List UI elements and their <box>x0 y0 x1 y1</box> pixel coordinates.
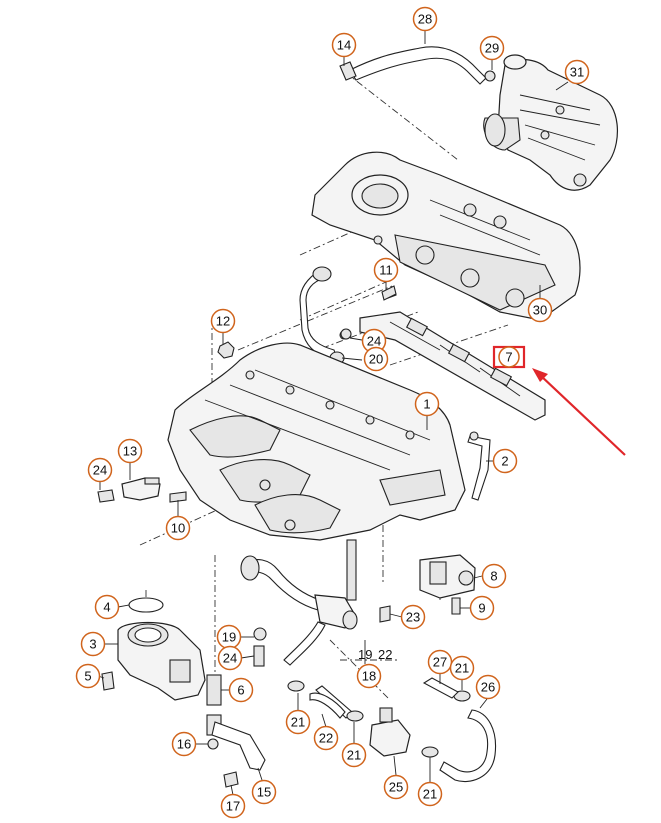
callout-5: 5 <box>75 663 101 689</box>
sensor-13-part <box>97 477 187 503</box>
svg-text:6: 6 <box>237 683 244 698</box>
svg-text:22: 22 <box>319 731 333 746</box>
intake-manifold-part <box>167 342 466 541</box>
callout-7: 7 <box>498 346 520 368</box>
svg-text:5: 5 <box>84 669 91 684</box>
callout-20: 20 <box>363 346 389 372</box>
svg-text:30: 30 <box>533 303 547 318</box>
callout-26: 26 <box>475 674 501 700</box>
valve-cover-part <box>311 151 581 321</box>
breather-hose-part <box>339 46 496 85</box>
turbocharger-part <box>483 54 618 191</box>
svg-text:7: 7 <box>505 350 512 365</box>
svg-text:16: 16 <box>177 737 191 752</box>
svg-text:12: 12 <box>216 314 230 329</box>
callout-21-c: 21 <box>417 781 443 807</box>
svg-text:11: 11 <box>379 263 393 278</box>
svg-text:21: 21 <box>291 715 305 730</box>
callout-4: 4 <box>94 594 120 620</box>
svg-text:19: 19 <box>358 647 372 662</box>
callout-23: 23 <box>400 604 426 630</box>
callout-17: 17 <box>220 793 246 819</box>
svg-text:21: 21 <box>347 748 361 763</box>
callout-31: 31 <box>564 59 590 85</box>
svg-text:24: 24 <box>93 463 107 478</box>
callout-9: 9 <box>469 595 495 621</box>
svg-text:22: 22 <box>378 647 392 662</box>
svg-text:25: 25 <box>389 780 403 795</box>
nut-12-part <box>217 341 235 359</box>
svg-text:27: 27 <box>433 655 447 670</box>
svg-text:1: 1 <box>423 397 430 412</box>
callout-15: 15 <box>251 779 277 805</box>
throttle-body-part <box>101 621 206 701</box>
svg-text:4: 4 <box>103 600 110 615</box>
svg-text:9: 9 <box>478 601 485 616</box>
callout-24-top: 24 <box>361 328 387 354</box>
svg-text:2: 2 <box>501 454 508 469</box>
svg-text:20: 20 <box>369 352 383 367</box>
bolt-24-part <box>340 328 352 340</box>
svg-text:28: 28 <box>418 12 432 27</box>
svg-text:10: 10 <box>171 521 185 536</box>
pipe-27-part <box>422 677 459 699</box>
callout-21-b: 21 <box>341 742 367 768</box>
callout-11: 11 <box>373 257 399 283</box>
callout-12: 12 <box>210 308 236 334</box>
bolt-11-part <box>381 285 397 301</box>
svg-text:13: 13 <box>123 444 137 459</box>
svg-text:24: 24 <box>223 651 237 666</box>
callout-19-left: 19 <box>216 624 242 650</box>
svg-text:21: 21 <box>423 787 437 802</box>
callout-16: 16 <box>171 731 197 757</box>
callout-25: 25 <box>383 774 409 800</box>
svg-text:14: 14 <box>337 38 351 53</box>
svg-text:26: 26 <box>481 680 495 695</box>
valve-8-part <box>379 554 476 623</box>
clamps-21-part <box>287 680 471 758</box>
svg-text:31: 31 <box>570 65 584 80</box>
svg-text:29: 29 <box>485 41 499 56</box>
callout-8: 8 <box>481 563 507 589</box>
callout-1: 1 <box>414 391 440 417</box>
hose-26-part <box>439 709 497 782</box>
callout-24-left: 24 <box>87 457 113 483</box>
callout-24-bottom: 24 <box>217 645 243 671</box>
svg-text:17: 17 <box>226 799 240 814</box>
callout-18: 18 <box>356 663 382 689</box>
svg-text:23: 23 <box>406 610 420 625</box>
callout-labels: 28 14 29 31 30 11 12 24 20 7 1 2 13 24 1… <box>75 6 590 819</box>
callout-21-d: 21 <box>449 655 475 681</box>
bracket-2-part <box>467 431 491 501</box>
valve-25-part <box>369 707 411 757</box>
callout-10: 10 <box>165 515 191 541</box>
callout-28: 28 <box>412 6 438 32</box>
svg-text:18: 18 <box>362 669 376 684</box>
callout-27: 27 <box>427 649 453 675</box>
callout-2: 2 <box>492 448 518 474</box>
callout-21-a: 21 <box>285 709 311 735</box>
seal-4-part <box>128 597 164 613</box>
callout-3: 3 <box>80 631 106 657</box>
callout-30: 30 <box>527 297 553 323</box>
svg-text:8: 8 <box>490 569 497 584</box>
callout-22: 22 <box>313 725 339 751</box>
svg-text:15: 15 <box>257 785 271 800</box>
svg-text:19: 19 <box>222 630 236 645</box>
callout-13: 13 <box>117 438 143 464</box>
callout-14: 14 <box>331 32 357 58</box>
callout-29: 29 <box>479 35 505 61</box>
svg-text:21: 21 <box>455 661 469 676</box>
egr-pipe-part <box>240 539 358 666</box>
callout-6: 6 <box>228 677 254 703</box>
hose-22-part <box>309 685 353 719</box>
svg-text:24: 24 <box>367 334 381 349</box>
svg-text:3: 3 <box>89 637 96 652</box>
